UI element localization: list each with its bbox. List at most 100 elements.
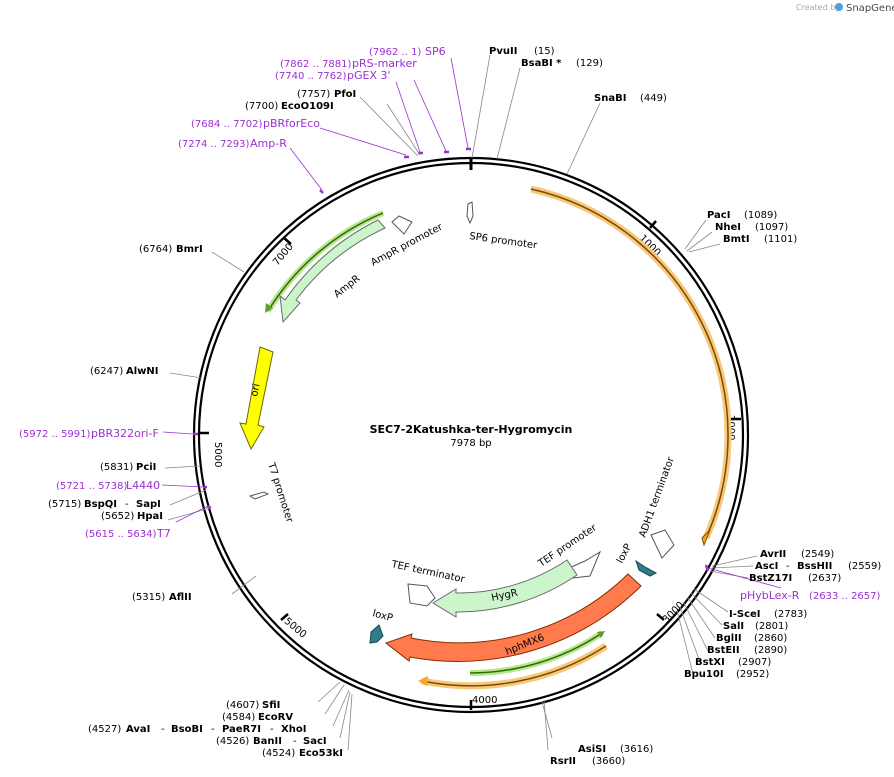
site-pvuii-pos: (15): [534, 46, 555, 57]
tef-terminator-feature[interactable]: [407, 583, 436, 607]
site-asci-name[interactable]: AscI: [755, 561, 778, 572]
primer-connectors: [161, 57, 782, 589]
site-pvuii-name[interactable]: PvuII: [489, 46, 517, 57]
site-bspqi-name[interactable]: BspQI: [84, 499, 117, 510]
site-iscei-name[interactable]: I-SceI: [729, 609, 761, 620]
ampr-label: AmpR: [332, 273, 362, 300]
loxp-left-feature[interactable]: [369, 624, 384, 644]
primer-pbr322ori-name[interactable]: pBR322ori-F: [91, 427, 159, 440]
primer-pbrforeco-name[interactable]: pBRforEco: [263, 117, 320, 130]
site-xhoi-name[interactable]: XhoI: [281, 724, 306, 735]
sp6-promoter-feature[interactable]: [466, 201, 474, 225]
hygr-feature[interactable]: [432, 559, 578, 618]
loxp-right-feature[interactable]: [635, 559, 658, 577]
primer-l4440-name[interactable]: L4440: [126, 479, 160, 492]
primer-prs-marker-name[interactable]: pRS-marker: [352, 57, 417, 70]
site-bmti-name[interactable]: BmtI: [723, 234, 750, 245]
site-bsteii-pos: (2890): [754, 645, 787, 656]
primer-phyblex-name[interactable]: pHybLex-R: [740, 589, 800, 602]
site-nhei-name[interactable]: NheI: [715, 222, 741, 233]
site-bmri-name[interactable]: BmrI: [176, 244, 203, 255]
site-sfii-pos: (4607): [226, 700, 259, 711]
site-avrii-name[interactable]: AvrII: [760, 549, 786, 560]
site-asci-sep: -: [786, 561, 790, 572]
site-sali-pos: (2801): [755, 621, 788, 632]
site-asisi-name[interactable]: AsiSI: [578, 744, 606, 755]
site-snabi-name[interactable]: SnaBI: [594, 93, 626, 104]
site-sapi-name[interactable]: SapI: [136, 499, 161, 510]
adh1-terminator-feature[interactable]: [650, 529, 675, 559]
site-avai-sep2: -: [211, 724, 215, 735]
tef-terminator-label: TEF terminator: [389, 559, 466, 586]
primer-t7-name[interactable]: T7: [156, 527, 171, 540]
site-bsabi-pos: (129): [576, 58, 603, 69]
site-bpu10i-pos: (2952): [736, 669, 769, 680]
site-bsteii-name[interactable]: BstEII: [707, 645, 740, 656]
primer-ampr-name[interactable]: Amp-R: [250, 137, 287, 150]
site-rsrii-name[interactable]: RsrII: [550, 756, 576, 767]
site-pcii-name[interactable]: PciI: [136, 462, 156, 473]
site-bsshii-name[interactable]: BssHII: [797, 561, 832, 572]
site-avai-sep3: -: [270, 724, 274, 735]
plasmid-name: SEC7-2Katushka-ter-Hygromycin: [370, 423, 573, 436]
primer-sp6-pos: (7962 .. 1): [369, 47, 421, 58]
primer-pbr322ori-pos: (5972 .. 5991): [19, 429, 91, 440]
site-bsabi-name[interactable]: BsaBI *: [521, 58, 562, 69]
site-afliii-name[interactable]: AflII: [169, 592, 192, 603]
site-bstz17i-name[interactable]: BstZ17I: [749, 573, 792, 584]
orange-feature-bottom: [418, 643, 608, 690]
site-pfoi-name[interactable]: PfoI: [334, 89, 356, 100]
site-avai-pos: (4527): [88, 724, 121, 735]
t7-promoter-label: T7 promoter: [265, 461, 295, 525]
ori-feature[interactable]: [239, 346, 274, 451]
site-bsobi-name[interactable]: BsoBI: [171, 724, 203, 735]
site-asisi-pos: (3616): [620, 744, 653, 755]
site-bstxi-pos: (2907): [738, 657, 771, 668]
site-bmri-pos: (6764): [139, 244, 172, 255]
scale-ticks: [200, 220, 741, 710]
site-bglii-name[interactable]: BglII: [716, 633, 742, 644]
ori-label: ori: [249, 383, 262, 398]
site-paci-name[interactable]: PacI: [707, 210, 730, 221]
site-paer7i-name[interactable]: PaeR7I: [222, 724, 261, 735]
site-paci-pos: (1089): [744, 210, 777, 221]
site-ecorv-name[interactable]: EcoRV: [258, 712, 293, 723]
primer-pbrforeco-pos: (7684 .. 7702): [191, 119, 263, 130]
site-sfii-name[interactable]: SfiI: [262, 700, 280, 711]
site-pfoi-pos: (7757): [297, 89, 330, 100]
orange-feature-right: [530, 185, 732, 547]
site-bspqi-pos: (5715): [48, 499, 81, 510]
primer-sp6-name[interactable]: SP6: [425, 45, 446, 58]
primer-phyblex-pos: (2633 .. 2657): [809, 591, 881, 602]
site-banii-name[interactable]: BanII: [253, 736, 282, 747]
site-ecoo109i-name[interactable]: EcoO109I: [281, 101, 334, 112]
primer-pgex3-name[interactable]: pGEX 3': [347, 69, 391, 82]
loxp-right-label: loxP: [615, 542, 634, 565]
site-bglii-pos: (2860): [754, 633, 787, 644]
site-bstz17i-pos: (2637): [808, 573, 841, 584]
site-bstxi-name[interactable]: BstXI: [695, 657, 725, 668]
site-hpai-name[interactable]: HpaI: [137, 511, 163, 522]
site-snabi-pos: (449): [640, 93, 667, 104]
site-alwni-pos: (6247): [90, 366, 123, 377]
site-bpu10i-name[interactable]: Bpu10I: [684, 669, 724, 680]
site-avai-sep: -: [161, 724, 165, 735]
site-alwni-name[interactable]: AlwNI: [126, 366, 159, 377]
t7-promoter-feature[interactable]: [248, 491, 270, 500]
loxp-left-label: loxP: [371, 608, 394, 624]
site-bspqi-sep: -: [125, 499, 129, 510]
green-feature-bottom: [469, 630, 605, 676]
watermark-brand: SnapGene: [846, 3, 894, 14]
site-saci-name[interactable]: SacI: [303, 736, 327, 747]
adh1-terminator-label: ADH1 terminator: [637, 455, 677, 539]
ampr-promoter-feature[interactable]: [391, 215, 413, 235]
primer-l4440-pos: (5721 .. 5738): [56, 481, 128, 492]
site-ecoo109i-pos: (7700): [245, 101, 278, 112]
hphmx6-feature[interactable]: [384, 573, 642, 662]
sp6-promoter-label: SP6 promoter: [469, 231, 539, 252]
site-eco53ki-name[interactable]: Eco53kI: [299, 748, 343, 759]
site-avai-name[interactable]: AvaI: [126, 724, 150, 735]
ampr-feature[interactable]: [279, 219, 386, 324]
site-sali-name[interactable]: SalI: [723, 621, 744, 632]
